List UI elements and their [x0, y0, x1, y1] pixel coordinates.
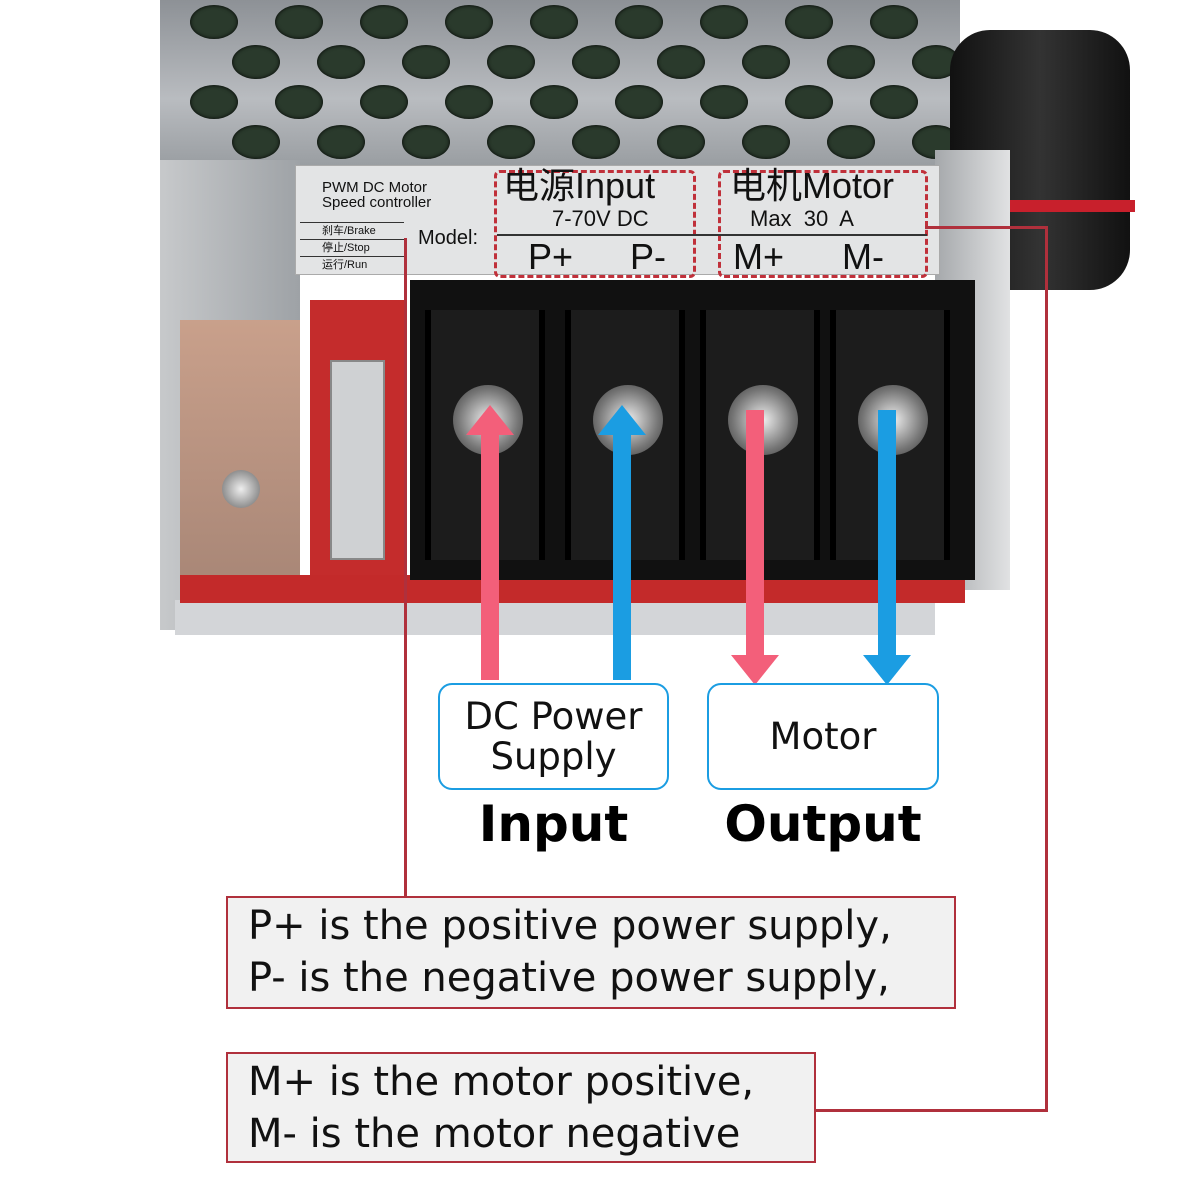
dc-power-supply-box: DC Power Supply — [438, 683, 669, 790]
terminal-p-plus: P+ — [528, 236, 574, 277]
note-line: P+ is the positive power supply, — [248, 903, 892, 949]
vent-hole — [615, 5, 663, 39]
note-line: M+ is the motor positive, — [248, 1059, 755, 1105]
vent-hole — [785, 85, 833, 119]
arrow-down-pink-icon — [731, 410, 779, 685]
vent-hole — [445, 5, 493, 39]
vent-hole — [360, 5, 408, 39]
output-label: Output — [724, 795, 922, 853]
motor-current: Max 30 A — [750, 206, 854, 231]
input-dashed-box — [494, 170, 696, 278]
box-text: DC Power — [464, 694, 643, 738]
note-line: P- is the negative power supply, — [248, 955, 890, 1001]
vent-hole — [275, 85, 323, 119]
vent-hole — [870, 85, 918, 119]
arrow-down-blue-icon — [863, 410, 911, 685]
vent-hole — [530, 85, 578, 119]
terminal-m-minus: M- — [842, 236, 884, 277]
input-voltage: 7-70V DC — [552, 206, 649, 231]
arrow-up-pink-icon — [466, 405, 514, 680]
motor-box: Motor — [707, 683, 939, 790]
callout-line-motor — [925, 226, 1048, 229]
case-base — [175, 600, 935, 635]
mode-rows: 刹车/Brake 停止/Stop 运行/Run — [300, 222, 404, 273]
motor-heading: 电机Motor — [730, 165, 895, 206]
vent-hole — [445, 85, 493, 119]
vent-hole — [572, 45, 620, 79]
vent-hole — [700, 5, 748, 39]
vent-hole — [360, 85, 408, 119]
mounting-bracket — [180, 320, 300, 580]
vent-hole — [700, 85, 748, 119]
box-text: Supply — [490, 734, 617, 778]
divider — [497, 234, 927, 236]
vent-hole — [232, 45, 280, 79]
terminal-p-minus: P- — [630, 236, 666, 277]
mode-row: 运行/Run — [300, 256, 404, 273]
vent-hole — [190, 5, 238, 39]
vent-hole — [657, 45, 705, 79]
vent-hole — [402, 45, 450, 79]
box-text: Motor — [769, 714, 877, 758]
input-heading: 电源Input — [503, 165, 656, 206]
vent-hole — [827, 125, 875, 159]
terminal-m-plus: M+ — [733, 236, 785, 277]
arrow-up-blue-icon — [598, 405, 646, 680]
vent-hole — [530, 5, 578, 39]
callout-line-motor — [815, 1109, 1048, 1112]
callout-line-motor — [1045, 226, 1048, 1112]
vent-hole — [870, 5, 918, 39]
mode-row: 刹车/Brake — [300, 222, 404, 239]
run-stop-switch — [330, 360, 385, 560]
title-line: PWM DC Motor — [322, 179, 427, 196]
vent-hole — [275, 5, 323, 39]
vent-hole — [827, 45, 875, 79]
vent-hole — [232, 125, 280, 159]
vent-hole — [657, 125, 705, 159]
title-line: Speed controller — [322, 194, 432, 211]
vent-hole — [190, 85, 238, 119]
motor-dashed-box — [718, 170, 928, 278]
vent-hole — [785, 5, 833, 39]
motor-note: M+ is the motor positive, M- is the moto… — [226, 1052, 816, 1163]
vent-hole — [402, 125, 450, 159]
vent-hole — [317, 125, 365, 159]
model-label: Model: — [418, 227, 479, 249]
vent-hole — [742, 125, 790, 159]
vent-hole — [572, 125, 620, 159]
vent-hole — [317, 45, 365, 79]
vent-hole — [487, 45, 535, 79]
input-label: Input — [478, 795, 629, 853]
vent-hole — [487, 125, 535, 159]
mode-row: 停止/Stop — [300, 239, 404, 256]
vent-hole — [742, 45, 790, 79]
vent-hole — [615, 85, 663, 119]
heatsink-cover — [160, 0, 960, 165]
power-note: P+ is the positive power supply, P- is t… — [226, 896, 956, 1009]
note-line: M- is the motor negative — [248, 1111, 741, 1157]
bolt — [222, 470, 260, 508]
callout-line-power — [404, 238, 407, 898]
